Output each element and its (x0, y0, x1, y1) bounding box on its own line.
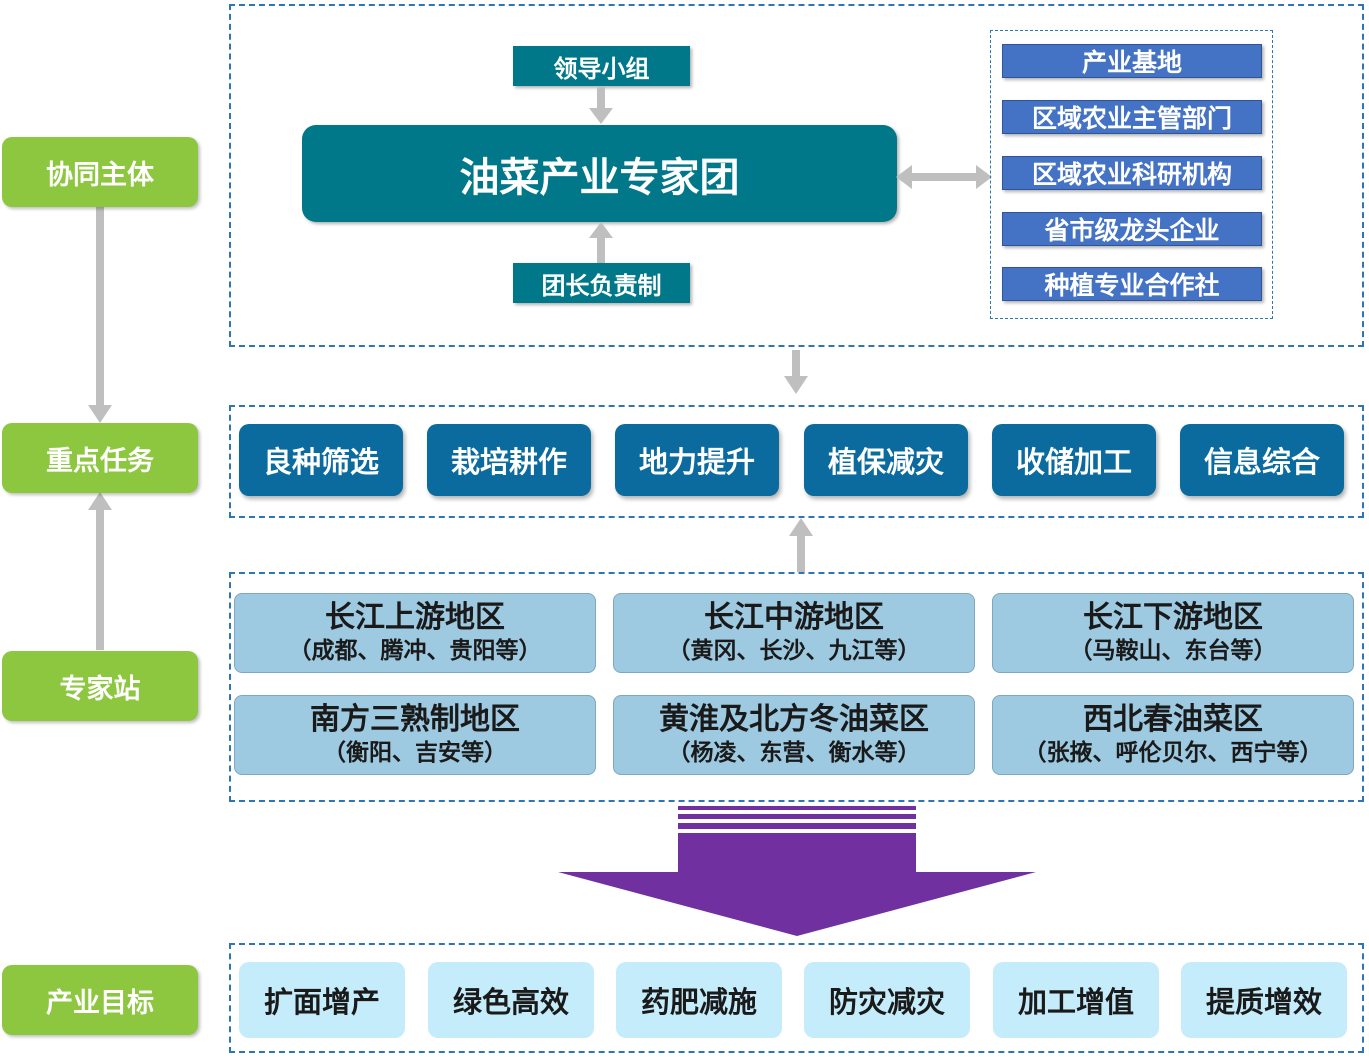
system-arrowhead (589, 222, 613, 238)
section-arrow-down-shaft (792, 350, 800, 378)
goal-box: 提质增效 (1181, 962, 1347, 1038)
connector-arrowhead-up (88, 492, 112, 510)
task-box: 植保减灾 (804, 424, 968, 496)
side-label-expert-stations: 专家站 (2, 651, 198, 721)
station-box: 黄淮及北方冬油菜区 （杨凌、东营、衡水等） (613, 695, 975, 775)
station-name: 黄淮及北方冬油菜区 (659, 702, 929, 737)
side-label-industry-goals: 产业目标 (2, 965, 198, 1035)
collaboration-section (229, 4, 1364, 347)
station-cities: （杨凌、东营、衡水等） (667, 740, 921, 766)
station-cities: （衡阳、吉安等） (323, 740, 507, 766)
leader-group-box: 领导小组 (513, 46, 690, 86)
station-box: 南方三熟制地区 （衡阳、吉安等） (234, 695, 596, 775)
goal-box: 扩面增产 (239, 962, 405, 1038)
task-box: 收储加工 (992, 424, 1156, 496)
expert-team-box: 油菜产业专家团 (302, 125, 897, 222)
connector-arrowhead-down (88, 405, 112, 423)
connector-line-upper (96, 207, 104, 413)
station-box: 长江上游地区 （成都、腾冲、贵阳等） (234, 593, 596, 673)
partner-item: 区域农业主管部门 (1002, 100, 1262, 134)
big-down-arrow-icon (558, 806, 1036, 936)
station-name: 长江中游地区 (704, 600, 884, 635)
task-box: 信息综合 (1180, 424, 1344, 496)
station-cities: （马鞍山、东台等） (1069, 638, 1277, 664)
partner-item: 种植专业合作社 (1002, 267, 1262, 301)
task-box: 良种筛选 (239, 424, 403, 496)
system-arrow-shaft (597, 236, 605, 264)
station-box: 长江下游地区 （马鞍山、东台等） (992, 593, 1354, 673)
partner-item: 省市级龙头企业 (1002, 212, 1262, 246)
double-arrow-icon (896, 165, 992, 189)
station-name: 西北春油菜区 (1083, 702, 1263, 737)
stations-section (229, 572, 1364, 802)
section-arrowhead-up (789, 518, 813, 536)
side-label-collaborators: 协同主体 (2, 137, 198, 207)
station-name: 南方三熟制地区 (310, 702, 520, 737)
partner-item: 产业基地 (1002, 44, 1262, 78)
section-arrow-up-shaft (797, 536, 805, 572)
station-name: 长江上游地区 (325, 600, 505, 635)
goals-section (229, 943, 1364, 1053)
goal-box: 绿色高效 (428, 962, 594, 1038)
tasks-section (229, 405, 1364, 518)
goal-box: 药肥减施 (616, 962, 782, 1038)
leader-arrow-shaft (597, 86, 605, 110)
partner-item: 区域农业科研机构 (1002, 156, 1262, 190)
station-cities: （成都、腾冲、贵阳等） (288, 638, 542, 664)
goal-box: 防灾减灾 (804, 962, 970, 1038)
station-cities: （黄冈、长沙、九江等） (667, 638, 921, 664)
station-box: 西北春油菜区 （张掖、呼伦贝尔、西宁等） (992, 695, 1354, 775)
task-box: 地力提升 (615, 424, 779, 496)
goal-box: 加工增值 (993, 962, 1159, 1038)
leader-system-box: 团长负责制 (513, 263, 690, 303)
station-cities: （张掖、呼伦贝尔、西宁等） (1023, 740, 1323, 766)
station-box: 长江中游地区 （黄冈、长沙、九江等） (613, 593, 975, 673)
task-box: 栽培耕作 (427, 424, 591, 496)
connector-line-lower (96, 505, 104, 650)
section-arrowhead-down (784, 376, 808, 394)
leader-arrowhead (589, 108, 613, 124)
partners-group (990, 30, 1273, 319)
side-label-key-tasks: 重点任务 (2, 423, 198, 493)
station-name: 长江下游地区 (1083, 600, 1263, 635)
